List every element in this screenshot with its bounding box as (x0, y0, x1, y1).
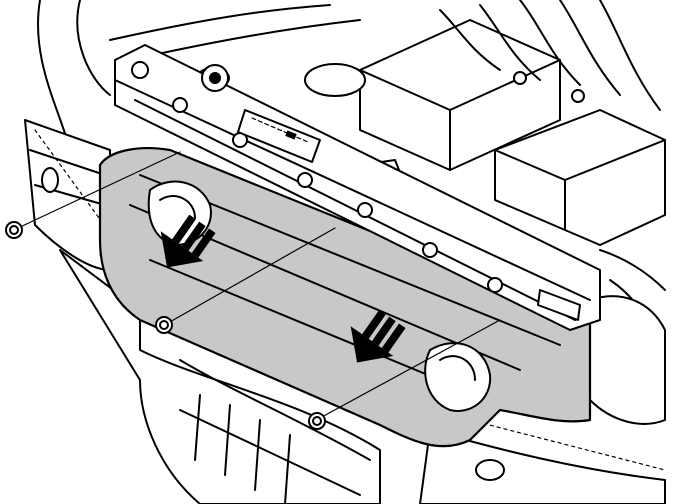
screw-icon (155, 316, 173, 334)
striped-arrow-icon (160, 214, 216, 268)
striped-arrow-icon (350, 309, 406, 363)
screw-icon (5, 221, 23, 239)
upper-cross-member (114, 44, 601, 331)
leader-lines (17, 151, 501, 419)
engine-bay (37, 0, 666, 425)
screw-icon (308, 412, 326, 430)
